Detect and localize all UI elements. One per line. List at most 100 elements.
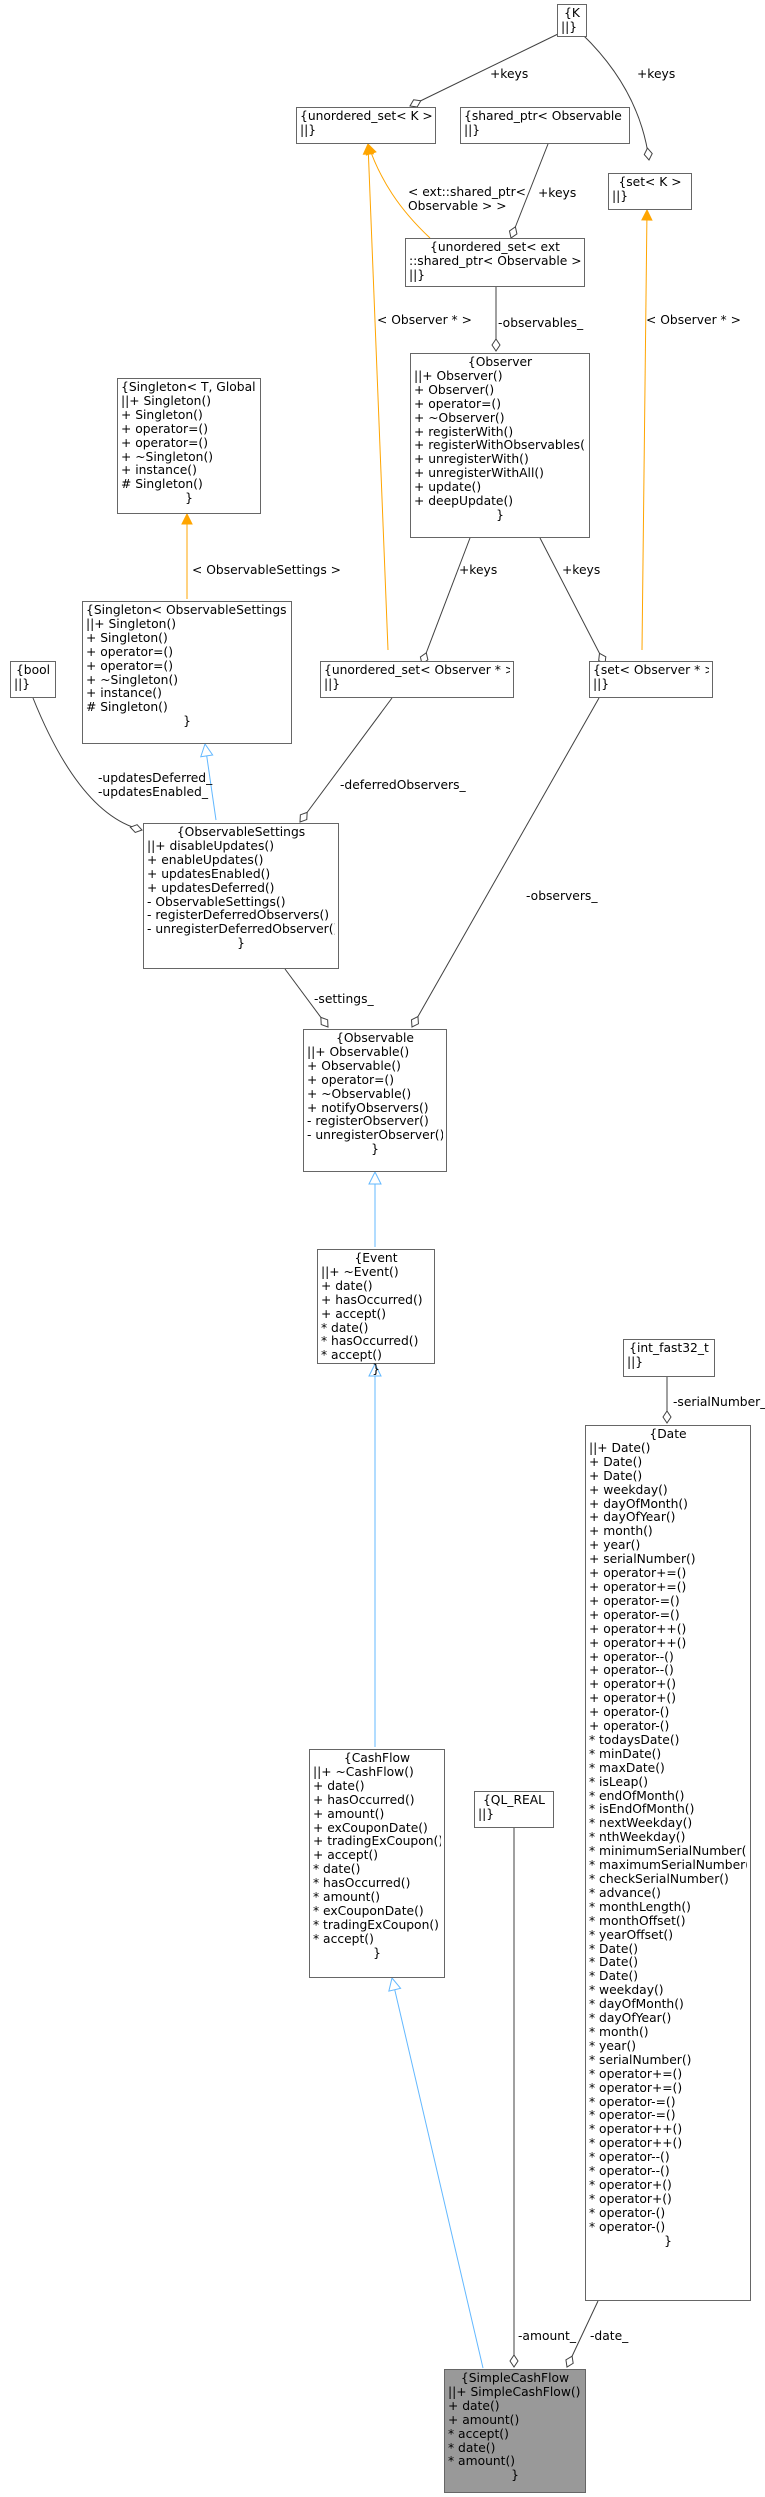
node-member: + month() [589, 1525, 653, 1539]
node-member: * weekday() [589, 1984, 664, 1998]
node-member: # Singleton() [121, 478, 203, 492]
edge-unordered-set-observer-template [368, 144, 389, 651]
edge-k-to-set-k [581, 33, 653, 161]
edge-date-to-simple-cashflow [565, 2300, 599, 2368]
node-bool[interactable]: {bool||} [10, 661, 56, 698]
node-member: ::shared_ptr< Observable > > [409, 254, 581, 268]
edge-label-observers: -observers_ [526, 889, 598, 903]
node-member: + serialNumber() [589, 1553, 696, 1567]
edge-shared-ptr-to-unordered-set-ext [508, 143, 549, 239]
node-member: + accept() [313, 1849, 379, 1863]
node-k[interactable]: {K||} [557, 4, 587, 37]
node-member: ||} [593, 677, 610, 691]
node-set-k[interactable]: {set< K >||} [608, 173, 692, 210]
node-member: + operator--() [589, 1650, 674, 1664]
node-member: * operator+() [589, 2178, 672, 2192]
node-member: + operator--() [589, 1664, 674, 1678]
node-member: + exCouponDate() [313, 1821, 428, 1835]
node-member: ||+ Date() [589, 1441, 651, 1455]
node-event[interactable]: {Event||+ ~Event()+ date()+ hasOccurred(… [317, 1249, 435, 1376]
node-singleton-observable-settings[interactable]: {Singleton< ObservableSettings >||+ Sing… [82, 601, 292, 744]
node-simple-cashflow[interactable]: {SimpleCashFlow||+ SimpleCashFlow()+ dat… [444, 2369, 586, 2493]
node-member: * checkSerialNumber() [589, 1873, 729, 1886]
node-unordered-set-observer-ptr[interactable]: {unordered_set< Observer * >||} [320, 661, 514, 698]
edge-unordered-set-observer-to-observable-settings [299, 697, 393, 823]
node-member: * monthLength() [589, 1900, 691, 1914]
node-member: * amount() [313, 1891, 381, 1905]
node-observable[interactable]: {Observable||+ Observable()+ Observable(… [303, 1029, 447, 1172]
node-member: } [664, 2234, 672, 2248]
node-cashflow[interactable]: {CashFlow||+ ~CashFlow()+ date()+ hasOcc… [309, 1749, 445, 1978]
node-member: * hasOccurred() [313, 1877, 411, 1891]
node-set-observer-ptr[interactable]: {set< Observer * >||} [589, 661, 713, 698]
node-member: } [496, 508, 504, 522]
node-member: } [185, 492, 193, 506]
node-unordered-set-k[interactable]: {unordered_set< K >||} [296, 107, 436, 144]
node-member: * operator--() [589, 2165, 670, 2179]
node-title: {int_fast32_t [629, 1342, 709, 1355]
node-member: + date() [313, 1779, 365, 1793]
node-title: {K [564, 7, 580, 20]
node-unordered-set-ext-shared-ptr[interactable]: {unordered_set< ext::shared_ptr< Observa… [405, 238, 585, 287]
node-member: + operator+=() [589, 1580, 687, 1594]
node-observer[interactable]: {Observer||+ Observer()+ Observer()+ ope… [410, 353, 590, 538]
edge-label-updates: -updatesDeferred_ -updatesEnabled_ [98, 771, 213, 799]
node-singleton-template[interactable]: {Singleton< T, Global >||+ Singleton() + … [117, 378, 261, 514]
node-member: + operator=() [307, 1073, 394, 1087]
node-int-fast32-t[interactable]: {int_fast32_t||} [623, 1339, 715, 1377]
node-member: * amount() [448, 2455, 516, 2469]
edge-observable-settings-to-observable [284, 968, 329, 1028]
node-shared-ptr-observable[interactable]: {shared_ptr< Observable >||} [460, 107, 630, 144]
node-member: + unregisterWith() [414, 453, 529, 467]
node-member: * operator--() [589, 2151, 670, 2165]
node-member: * tradingExCoupon() [313, 1918, 439, 1932]
node-member: * nextWeekday() [589, 1817, 693, 1831]
node-title: {Singleton< T, Global > [121, 381, 257, 394]
node-member: * yearOffset() [589, 1928, 674, 1942]
node-member: + registerWithObservables() [414, 439, 586, 453]
node-member: - unregisterDeferredObserver() [147, 923, 335, 937]
edge-label-keys: +keys [459, 563, 498, 577]
node-observable-settings[interactable]: {ObservableSettings||+ disableUpdates()+… [143, 823, 339, 969]
node-member: ||+ Singleton() [86, 617, 177, 631]
node-member: + instance() [86, 687, 162, 701]
node-member: + Singleton() [86, 631, 168, 645]
node-member: + ~Singleton() [121, 450, 214, 464]
node-date[interactable]: {Date||+ Date()+ Date()+ Date()+ weekday… [585, 1425, 751, 2301]
node-member: - ObservableSettings() [147, 895, 286, 909]
node-member: * exCouponDate() [313, 1904, 424, 1918]
node-member: + operator++() [589, 1636, 687, 1650]
node-member: ||} [324, 677, 341, 691]
node-member: ||+ Observer() [414, 369, 503, 383]
node-member: * endOfMonth() [589, 1789, 685, 1803]
node-title: {Event [354, 1252, 398, 1265]
node-member: * minDate() [589, 1747, 662, 1761]
node-member: ||} [561, 20, 578, 34]
node-member: + instance() [121, 464, 197, 478]
node-title: {Singleton< ObservableSettings > [86, 604, 288, 617]
edge-set-observer-to-observable [410, 697, 600, 1028]
edge-label-amount: -amount_ [518, 2329, 577, 2343]
node-member: + ~Observable() [307, 1087, 412, 1101]
node-member: * dayOfYear() [589, 2012, 672, 2026]
edge-label-ext-shared-ptr: < ext::shared_ptr< Observable > > [408, 185, 526, 213]
node-member: * operator+=() [589, 2081, 683, 2095]
node-member: + amount() [313, 1807, 385, 1821]
node-member: * month() [589, 2025, 649, 2039]
node-member: + tradingExCoupon() [313, 1835, 441, 1849]
node-member: * serialNumber() [589, 2053, 692, 2067]
node-member: ||+ Singleton() [121, 394, 212, 408]
node-member: + operator=() [121, 422, 208, 436]
node-member: + hasOccurred() [321, 1293, 423, 1307]
edge-label-observable-settings-template: < ObservableSettings > [192, 563, 341, 577]
node-member: * Date() [589, 1942, 639, 1956]
edge-label-keys: +keys [562, 563, 601, 577]
node-member: ||+ ~Event() [321, 1265, 399, 1279]
node-member: ||} [478, 1807, 495, 1821]
node-member: * date() [321, 1321, 369, 1335]
node-member: + accept() [321, 1307, 387, 1321]
node-ql-real[interactable]: {QL_REAL||} [474, 1791, 554, 1828]
node-member: * minimumSerialNumber() [589, 1845, 747, 1859]
node-member: + operator-() [589, 1720, 670, 1734]
